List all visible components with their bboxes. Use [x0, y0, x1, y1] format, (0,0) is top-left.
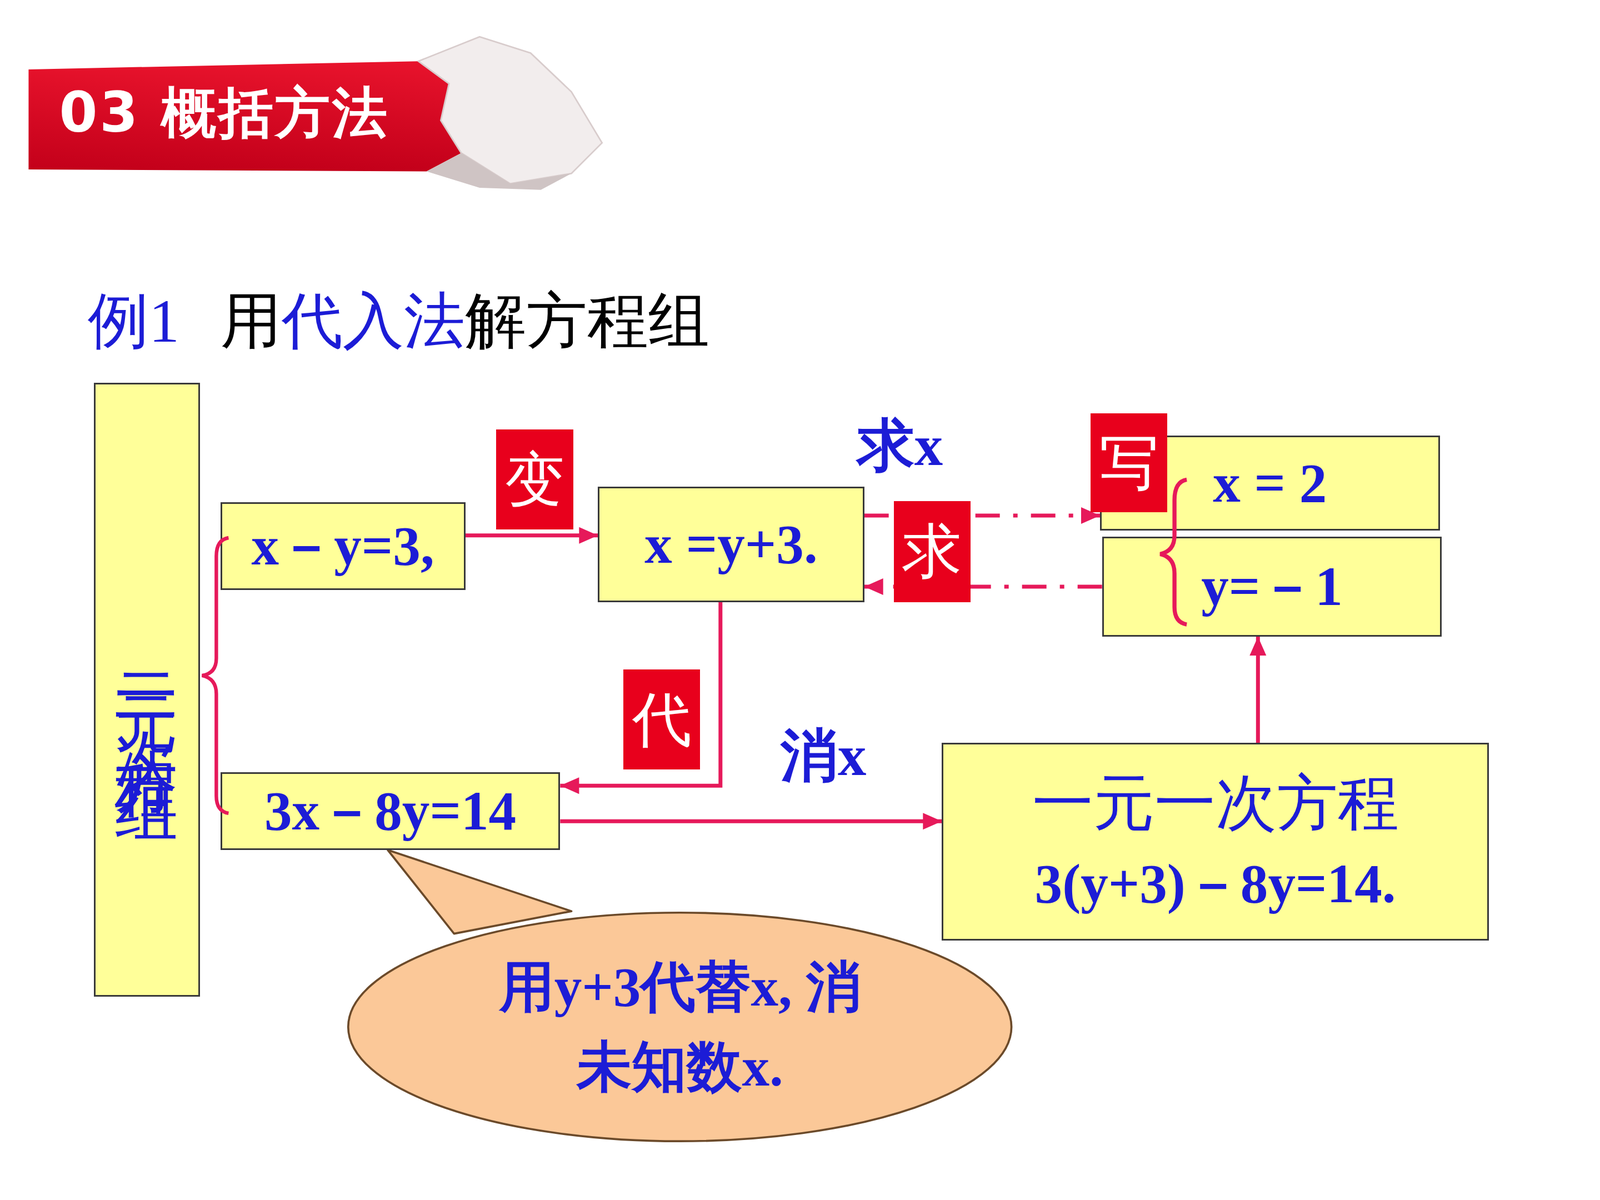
arrow-line	[465, 533, 599, 538]
bubble-ellipse	[348, 912, 1012, 1142]
arrow-head	[864, 578, 884, 595]
flow-arrow	[465, 527, 599, 544]
node-text: 一元一次方程	[1032, 767, 1399, 839]
bubble-outline	[346, 911, 1013, 1143]
arrow-line	[560, 819, 942, 824]
speech-bubble: 用y+3代替x, 消未知数x.	[346, 911, 1013, 1143]
paper-curl	[418, 36, 603, 184]
title-ribbon	[28, 61, 462, 172]
edge-label: 求x	[857, 414, 943, 478]
arrow-head	[560, 777, 579, 794]
node-text: 求	[902, 521, 962, 582]
node-text: 代	[632, 690, 692, 750]
arrow-head	[1081, 507, 1100, 524]
flow-arrow	[864, 578, 1103, 595]
node-text: 用y+3代替x, 消未知数x.	[476, 947, 885, 1108]
node-text: x =y+3.	[644, 512, 818, 577]
arrow-line	[1256, 636, 1260, 743]
arrow-line	[560, 602, 720, 786]
labeled-arrow	[864, 507, 1100, 524]
step-tag: 求	[893, 501, 971, 603]
paper-curl-shadow	[426, 153, 572, 190]
step-tag: 变	[496, 429, 574, 530]
flow-arrow	[560, 602, 720, 794]
step-tag: 代	[623, 669, 700, 770]
heading-text: 解方程组	[465, 283, 710, 358]
node-text: x－y=3,	[251, 514, 435, 578]
slide-title: 03 概括方法	[59, 79, 390, 146]
step-tag: 写	[1090, 413, 1168, 513]
node-text: x = 2	[1212, 451, 1327, 515]
node-text: 写	[1099, 433, 1159, 493]
node-text: 3(y+3)－8y=14.	[1035, 852, 1397, 916]
flow-arrow	[1249, 636, 1267, 743]
equation-box: y=－1	[1102, 536, 1443, 637]
bubble-tail	[387, 850, 572, 934]
linear-equation-box: 一元一次方程 3(y+3)－8y=14.	[941, 742, 1489, 941]
node-text: y=－1	[1201, 555, 1343, 619]
node-text: 二元一次方程组	[115, 628, 179, 751]
node-text: 3x－8y=14	[264, 779, 517, 843]
equation-box: x－y=3,	[220, 502, 466, 590]
system-box: 二元一次方程组	[93, 382, 200, 998]
arrow-head	[1249, 636, 1267, 656]
heading-row: 例1 用代入法解方程组	[87, 283, 710, 358]
arrow-head	[922, 812, 942, 830]
heading-text: 例1	[87, 284, 180, 358]
node-text: 变	[505, 450, 565, 510]
heading-text: 代入法	[281, 283, 465, 358]
arrow-head	[578, 527, 598, 544]
arrow-line	[864, 585, 1103, 589]
heading-text: 用	[220, 283, 282, 358]
equation-box: 3x－8y=14	[220, 772, 561, 850]
arrow-line	[864, 513, 1100, 518]
equation-box: x =y+3.	[597, 486, 864, 603]
edge-label: 消x	[780, 724, 867, 788]
labeled-arrow	[560, 812, 942, 830]
